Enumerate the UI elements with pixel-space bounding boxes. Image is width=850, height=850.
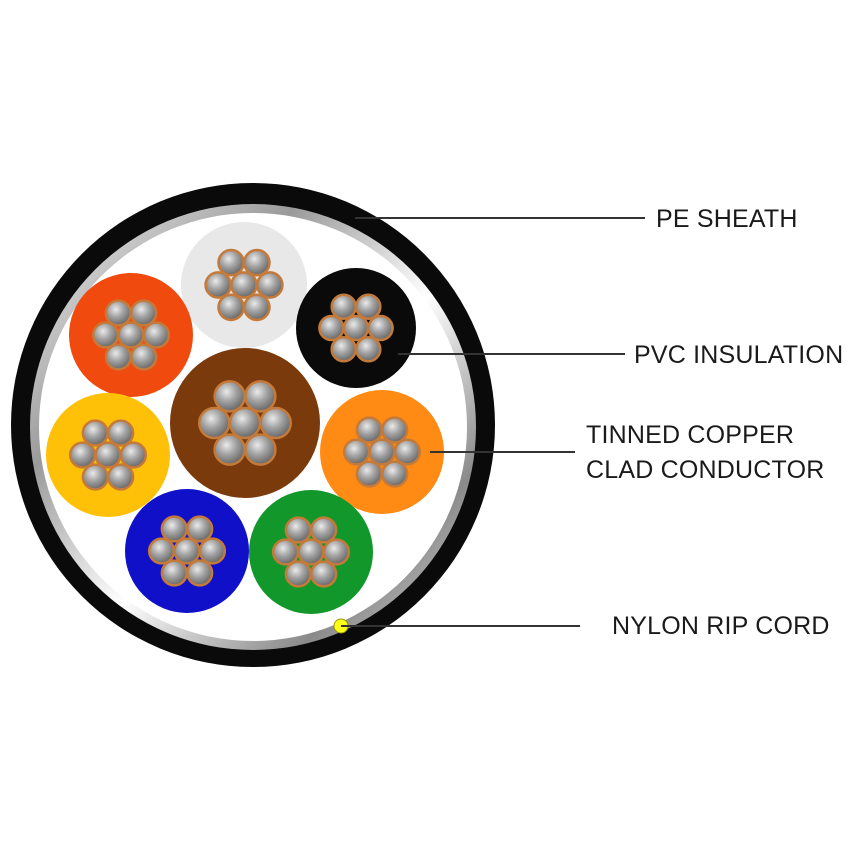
- conductor-strand: [130, 299, 158, 327]
- conductor-strand: [271, 538, 300, 566]
- conductor-strand: [173, 537, 201, 565]
- leader-lines: [341, 217, 645, 627]
- conductor-strand: [91, 321, 120, 349]
- conductor-strand: [198, 537, 227, 565]
- label-conductor-line2: CLAD CONDUCTOR: [586, 456, 824, 484]
- conductor-strand: [330, 293, 357, 320]
- conductor-strand: [244, 433, 277, 466]
- conductor-strand: [130, 343, 158, 371]
- conductor-strand: [94, 441, 122, 469]
- conductor-strand: [198, 406, 231, 440]
- conductor-strands: [68, 248, 422, 588]
- label-pvc-insulation: PVC INSULATION: [634, 341, 843, 369]
- label-rip-cord: NYLON RIP CORD: [612, 612, 830, 640]
- conductor-strand: [230, 271, 258, 299]
- conductor-strand: [81, 419, 109, 447]
- conductor-strand: [368, 438, 396, 466]
- conductor-strand: [160, 515, 188, 543]
- conductor-strand: [244, 380, 277, 413]
- conductor-strand: [104, 343, 132, 371]
- conductor-strand: [330, 336, 357, 363]
- conductor-strand: [204, 271, 233, 299]
- conductor-strand: [104, 299, 132, 327]
- conductor-strand: [381, 416, 409, 444]
- conductor-strand: [355, 336, 382, 363]
- conductor-strand: [217, 248, 245, 277]
- conductor-strand: [213, 433, 246, 466]
- conductor-strand: [160, 559, 188, 587]
- conductor-strand: [119, 441, 148, 469]
- conductor-strand: [310, 516, 338, 544]
- conductor-strand: [243, 293, 271, 322]
- conductor-strand: [342, 314, 370, 342]
- conductor-strand: [318, 314, 345, 342]
- conductor-strand: [228, 406, 262, 440]
- conductor-strand: [284, 516, 312, 544]
- conductor-strand: [107, 419, 135, 447]
- conductor-strand: [213, 380, 246, 413]
- conductor-strand: [381, 460, 409, 488]
- conductor-strand: [186, 515, 214, 543]
- conductor-strand: [355, 416, 383, 444]
- label-conductor-line1: TINNED COPPER: [586, 421, 794, 449]
- conductor-strand: [255, 271, 284, 299]
- conductor-strand: [81, 463, 109, 491]
- conductor-strand: [355, 293, 382, 320]
- conductor-strand: [142, 321, 171, 349]
- conductor-strand: [217, 293, 245, 322]
- conductor-strand: [342, 438, 371, 466]
- conductor-strand: [107, 463, 135, 491]
- conductor-strand: [147, 537, 176, 565]
- conductor-strand: [393, 438, 422, 466]
- conductor-strand: [355, 460, 383, 488]
- conductor-strand: [68, 441, 97, 469]
- conductor-strand: [367, 314, 394, 342]
- conductor-strand: [284, 560, 312, 588]
- conductor-strand: [297, 538, 325, 566]
- conductor-strand: [310, 560, 338, 588]
- conductor-strand: [186, 559, 214, 587]
- conductor-strand: [243, 248, 271, 277]
- conductor-strand: [259, 406, 292, 440]
- conductor-strand: [322, 538, 351, 566]
- conductor-strand: [117, 321, 145, 349]
- label-pe-sheath: PE SHEATH: [656, 205, 798, 233]
